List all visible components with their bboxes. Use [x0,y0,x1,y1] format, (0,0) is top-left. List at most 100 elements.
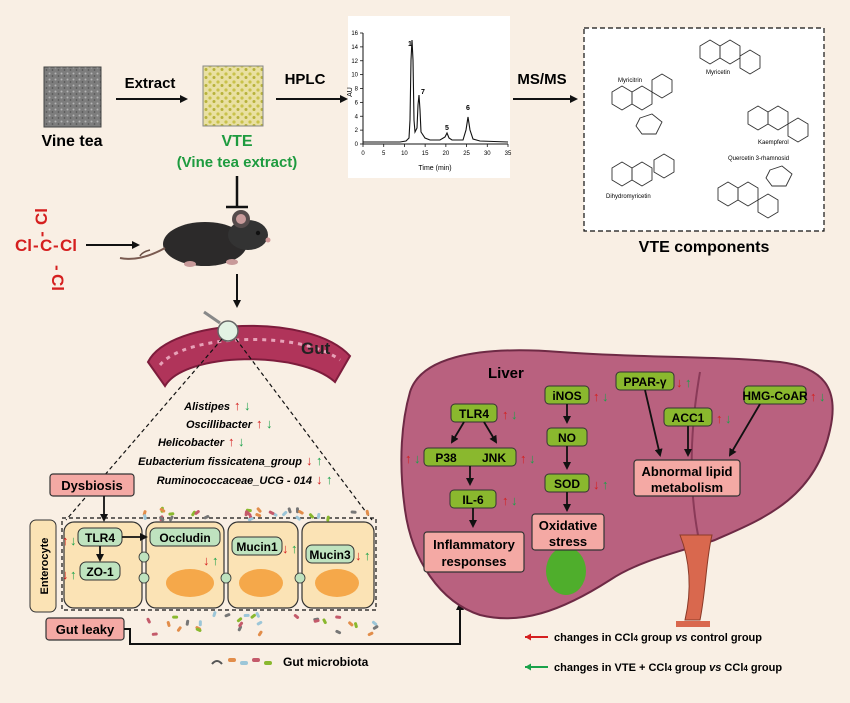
ppar-to-lipid-arrow [644,389,663,457]
peak-6: 6 [466,105,470,112]
legend: changes in CCl4 group vs control group c… [525,632,782,674]
ccl4-left: Cl [15,236,32,255]
down-arrow-green: ↓ [238,434,245,449]
molecule-structures [611,39,809,219]
up-arrow-red: ↑ [520,451,527,466]
microbe [212,611,217,618]
inos-label: iNOS [552,389,581,403]
microbe [237,625,243,632]
microbiota-legend-icon [211,658,272,665]
up-arrow-red: ↑ [502,407,509,422]
up-arrow-red: ↑ [62,533,69,548]
hplc-y-tick-label: 8 [355,87,359,93]
ccl4-top: Cl [32,208,51,225]
microbe [293,614,300,619]
vte-powder-image [202,65,264,127]
microbe [203,515,210,520]
microbe [255,612,260,618]
microbe [166,621,171,627]
gut-label: Gut [301,339,331,358]
hplc-y-tick-label: 6 [355,100,359,106]
hplc-x-tick-label: 35 [505,151,512,157]
il6-label: IL-6 [462,493,484,507]
mucin3-box [305,544,355,564]
microbe [372,625,379,630]
microbe [282,510,288,517]
microbe [287,507,292,514]
microbe [159,507,166,513]
microbe [151,632,158,636]
microbe [335,615,342,619]
microbe [335,629,342,635]
down-arrow-red: ↓ [282,541,289,556]
bacteria-eubacterium: Eubacterium fissicatena_group [138,456,302,468]
microbe [159,516,165,522]
hmg-box [743,385,807,405]
zo1-box [79,561,121,581]
down-arrow-red: ↓ [316,472,323,487]
microbe [224,613,231,618]
components-title: VTE components [639,239,770,256]
tlr4-liver-box [450,403,498,423]
compound-dihydromyricetin: Dihydromyricetin [606,194,651,200]
up-arrow-red: ↑ [716,411,723,426]
down-arrow-red: ↓ [676,375,683,390]
microbe [367,631,374,637]
hplc-y-tick-label: 0 [355,142,359,148]
vte-full-name: (Vine tea extract) [177,154,298,171]
microbe [365,509,370,516]
microbe [348,621,354,627]
extract-label: Extract [125,75,176,92]
hplc-x-label: Time (min) [418,165,451,172]
up-arrow-green: ↑ [326,472,333,487]
microbe [195,627,202,632]
down-arrow-red: ↓ [355,548,362,563]
microbe [295,515,301,521]
lipid-box [633,459,741,497]
bacteria-alistipes: Alistipes [183,401,230,413]
microbe [198,620,202,627]
hplc-y-tick-label: 14 [351,45,358,51]
lipid-line2: metabolism [651,480,723,495]
inflammatory-line2: responses [441,554,506,569]
jnk-label: JNK [482,451,506,465]
up-arrow-green: ↑ [212,553,219,568]
hplc-y-label: AU [347,87,354,97]
microbe [255,513,262,518]
bacteria-helicobacter: Helicobacter [158,437,225,449]
vine-tea-image [43,66,102,128]
peak-1: 1 [408,41,412,48]
microbe [350,510,357,514]
down-arrow-green: ↓ [70,533,77,548]
vine-tea-label: Vine tea [41,133,102,150]
bacteria-oscillibacter: Oscillibacter [186,419,253,431]
inflammatory-box [423,531,525,573]
hplc-x-tick-label: 10 [401,151,408,157]
mucin1-box [231,536,283,556]
up-arrow-red: ↑ [502,493,509,508]
microbe [316,512,321,519]
ccl4-bottom: Cl [48,274,67,291]
ccl4-carbon: C [40,236,52,255]
hplc-x-tick-label: 5 [382,151,386,157]
vte-components-box: Myricitrin Myricetin Kaempferol Querceti… [583,27,825,256]
microbe [268,510,275,515]
gut-to-liver-arrow [124,602,464,645]
microbe [236,617,243,623]
microbe [168,512,175,516]
down-arrow-red: ↓ [593,477,600,492]
microbe [247,517,254,522]
mouse-icon [119,210,271,267]
microbe [172,615,179,619]
microbe [146,617,151,624]
compound-myricetin: Myricetin [706,70,730,76]
enterocyte-label: Enterocyte [39,538,51,595]
ccl4-right-bond: - [53,236,59,255]
liver-label: Liver [488,365,524,382]
microbe [238,621,244,628]
microbe [143,514,147,521]
hplc-y-tick-label: 10 [351,73,358,79]
